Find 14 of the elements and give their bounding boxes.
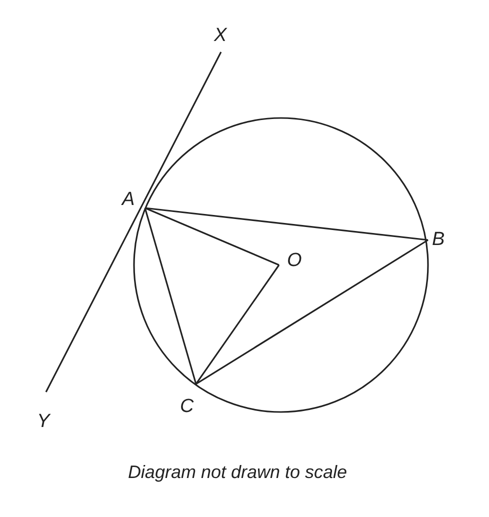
point-label: O	[287, 251, 302, 271]
caption: Diagram not drawn to scale	[126, 462, 348, 483]
point-label: X	[214, 26, 227, 46]
point-label: Y	[37, 412, 50, 432]
point-label: B	[432, 230, 445, 250]
line-segment	[144, 207, 280, 266]
line-segment	[196, 239, 428, 385]
point-label: C	[180, 397, 194, 417]
circle-outline	[133, 117, 429, 413]
tangent-line	[45, 52, 222, 392]
line-segment	[144, 207, 428, 241]
line-segment	[195, 264, 280, 384]
point-label: A	[122, 190, 135, 210]
line-segment	[144, 208, 197, 384]
